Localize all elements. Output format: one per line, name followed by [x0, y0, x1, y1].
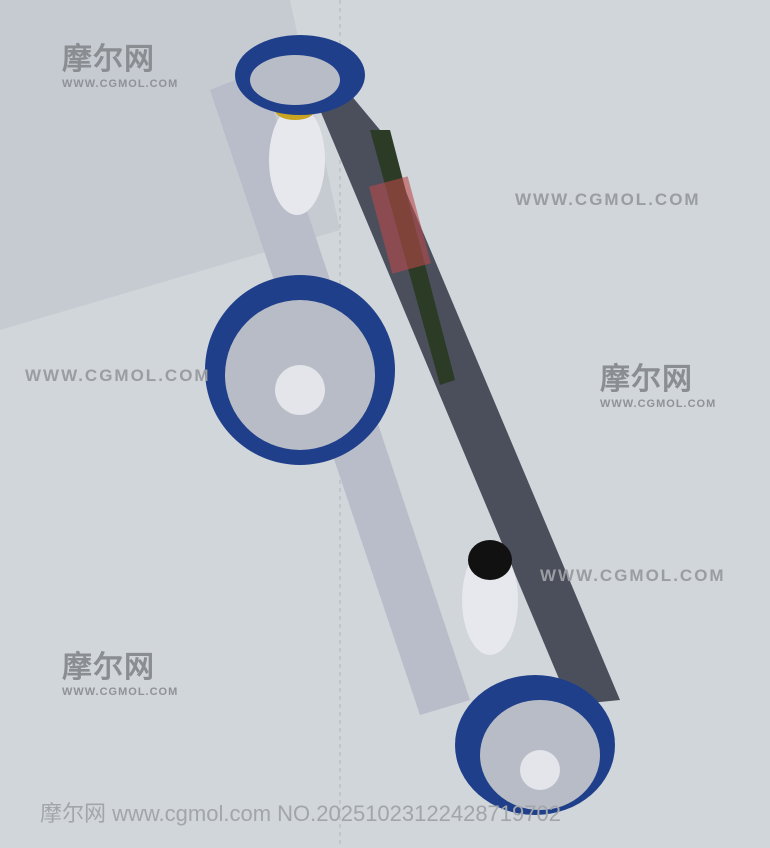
watermark-logo: 摩尔网 WWW.CGMOL.COM: [600, 354, 716, 410]
pcb-components: [369, 176, 431, 274]
mecanum-wheel-top: [235, 35, 365, 115]
watermark-brand-cn: 摩尔网: [62, 43, 155, 76]
robot-chassis: [205, 35, 620, 815]
watermark-logo: 摩尔网 WWW.CGMOL.COM: [62, 642, 178, 698]
motor-opening: [468, 540, 512, 580]
watermark-brand-sub: WWW.CGMOL.COM: [62, 78, 179, 90]
watermark-logo: 摩尔网 WWW.CGMOL.COM: [62, 34, 178, 90]
mecanum-wheel-bottom: [455, 675, 615, 815]
motor-front: [269, 105, 325, 215]
watermark-brand-cn: 摩尔网: [600, 363, 693, 396]
mecanum-wheel-middle: [205, 275, 395, 465]
watermark-url: WWW.CGMOL.COM: [540, 566, 726, 585]
watermark-brand-sub: WWW.CGMOL.COM: [600, 398, 717, 410]
watermark-brand-sub: WWW.CGMOL.COM: [62, 686, 179, 698]
watermark-url: WWW.CGMOL.COM: [515, 190, 701, 209]
watermark-url: WWW.CGMOL.COM: [25, 366, 211, 385]
footer-watermark: 摩尔网 www.cgmol.com NO.2025102312242871970…: [40, 801, 561, 826]
watermark-brand-cn: 摩尔网: [62, 651, 155, 684]
